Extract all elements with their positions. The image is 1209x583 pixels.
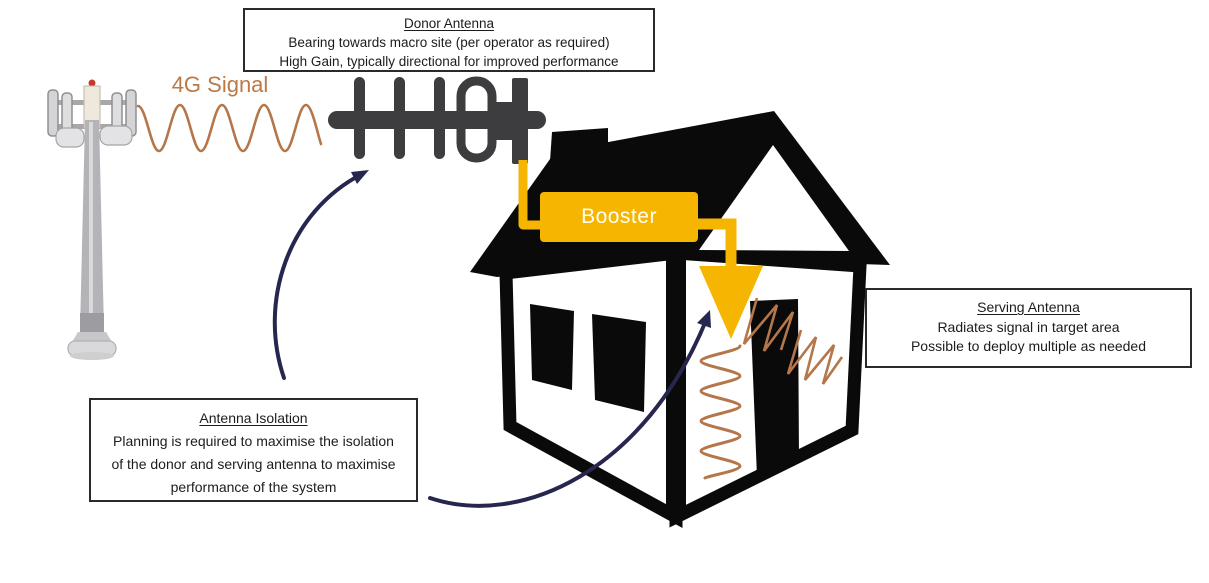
tower-base-ribs — [80, 313, 104, 333]
arrow-to-donor-antenna — [272, 172, 364, 380]
yagi-director — [354, 77, 365, 159]
house-door — [750, 299, 799, 477]
isolation-note-line: Planning is required to maximise the iso… — [113, 433, 394, 449]
tower-pole-highlight — [89, 122, 93, 328]
arrow-to-serving-antenna — [428, 316, 709, 508]
booster-label: Booster — [581, 205, 657, 228]
isolation-note-title: Antenna Isolation — [199, 410, 308, 426]
house-window — [592, 314, 646, 412]
cell-tower-icon — [47, 79, 137, 360]
tower-panel — [47, 89, 59, 137]
annotation-arrows — [272, 170, 711, 508]
serving-note-line: Possible to deploy multiple as needed — [910, 338, 1147, 354]
tower-equipment-box — [55, 127, 85, 148]
serving-signal-zigzags — [742, 297, 844, 385]
tower-beacon-light — [88, 79, 96, 87]
tower-equipment-box — [99, 125, 133, 146]
donor-note-line: Bearing towards macro site (per operator… — [288, 35, 610, 50]
isolation-note-line: performance of the system — [170, 479, 337, 495]
zigzag-wave — [742, 297, 795, 352]
donor-antenna-note: Donor Antenna Bearing towards macro site… — [243, 8, 655, 72]
down-arrowhead — [699, 266, 763, 339]
house-icon — [470, 111, 890, 528]
donor-antenna-icon — [328, 76, 546, 164]
house-window — [530, 304, 574, 390]
zigzag-wave — [786, 329, 844, 385]
tower-base-shadow — [70, 352, 114, 360]
antenna-isolation-note: Antenna Isolation Planning is required t… — [89, 398, 418, 502]
arrowhead-serving — [697, 310, 711, 328]
booster-output-cable — [698, 218, 737, 270]
serving-antenna-note: Serving Antenna Radiates signal in targe… — [865, 288, 1192, 368]
yagi-director — [394, 77, 405, 159]
serving-note-title: Serving Antenna — [977, 299, 1080, 315]
house-front-wall — [499, 245, 683, 528]
signal-label: 4G Signal — [171, 72, 269, 97]
booster-input-cable — [518, 160, 541, 230]
yagi-mast — [512, 78, 528, 164]
donor-note-line: High Gain, typically directional for imp… — [279, 54, 619, 69]
tower-base-flare — [72, 332, 112, 342]
arrowhead-donor — [351, 170, 369, 184]
serving-note-line: Radiates signal in target area — [937, 318, 1120, 335]
booster-box: Booster — [540, 192, 698, 242]
isolation-note-line: of the donor and serving antenna to maxi… — [111, 456, 396, 472]
booster-output-arrow — [698, 218, 763, 339]
serving-signal-spring-wave — [699, 344, 742, 480]
donor-note-title: Donor Antenna — [403, 16, 495, 31]
yagi-director — [434, 77, 445, 159]
4g-signal-wave — [136, 103, 323, 153]
